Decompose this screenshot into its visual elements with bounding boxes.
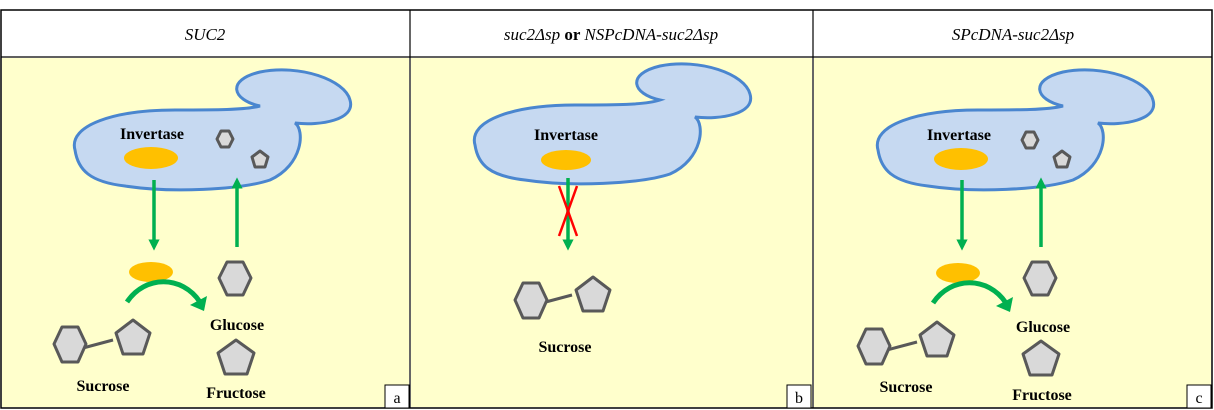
panel-b-header-gene-1: suc2Δsp (504, 25, 560, 44)
invertase-secreted (129, 262, 173, 282)
panel-a-header: SUC2 (185, 25, 226, 44)
sucrose-glucose-unit (856, 327, 892, 366)
invertase-label: Invertase (927, 127, 991, 144)
fructose-label: Fructose (206, 385, 266, 402)
hydrolysis-arrow (930, 280, 1009, 305)
glucose-intracellular-icon (1020, 130, 1040, 150)
sucrose-label: Sucrose (76, 378, 129, 395)
fructose-intracellular-icon (1052, 149, 1072, 169)
panel-a-tag: a (393, 390, 400, 407)
header-row (2, 11, 1211, 57)
panel-b-header-gene-2: NSPcDNA-suc2Δsp (583, 25, 718, 44)
fructose-icon (216, 338, 256, 376)
sucrose-label: Sucrose (879, 379, 932, 396)
panel-b-tag-box (786, 384, 812, 409)
yeast-cell (472, 62, 753, 186)
hydrolysis-arrowhead (190, 296, 207, 311)
fructose-icon (1021, 339, 1061, 377)
sucrose-icon (513, 275, 612, 320)
sucrose-icon (856, 320, 956, 366)
panel-c: SPcDNA-suc2Δsp Invertase Glucose Fructos… (814, 25, 1212, 409)
panel-a-tag-box (384, 384, 410, 409)
sucrose-fructose-unit (114, 318, 152, 356)
invertase-intracellular (541, 150, 591, 170)
sucrose-fructose-unit (574, 275, 612, 313)
invertase-label: Invertase (534, 127, 598, 144)
panel-a-header-gene: SUC2 (185, 25, 226, 44)
invertase-label: Invertase (120, 126, 184, 143)
panel-b: suc2Δsp or NSPcDNA-suc2Δsp Invertase Suc… (411, 25, 812, 409)
glucose-icon (217, 260, 253, 297)
invertase-intracellular (124, 147, 178, 169)
hydrolysis-arrow (124, 279, 203, 304)
panel-b-tag: b (795, 390, 803, 407)
sucrose-icon (52, 318, 152, 364)
sucrose-glucose-unit (513, 281, 549, 320)
glucose-icon (1022, 260, 1058, 297)
sucrose-bond (886, 340, 918, 352)
glucose-label: Glucose (1016, 319, 1070, 336)
panel-c-header-gene: SPcDNA-suc2Δsp (952, 25, 1074, 44)
panel-c-header: SPcDNA-suc2Δsp (952, 25, 1074, 44)
panel-b-header: suc2Δsp or NSPcDNA-suc2Δsp (504, 25, 718, 44)
glucose-intracellular-icon (215, 129, 235, 149)
glucose-label: Glucose (210, 317, 264, 334)
sucrose-fructose-unit (918, 320, 956, 358)
figure-frame (0, 9, 1213, 409)
panel-c-tag: c (1195, 390, 1202, 407)
panel-c-tag-box (1186, 384, 1212, 409)
hydrolysis-arrowhead (996, 297, 1013, 312)
sucrose-bond (82, 338, 114, 350)
blocked-secretion-cross-2 (557, 185, 579, 237)
fructose-label: Fructose (1012, 387, 1072, 404)
invertase-intracellular (934, 148, 988, 170)
fructose-intracellular-icon (250, 149, 270, 169)
panel-a: SUC2 Invertase Glucose Fructose Sucrose … (2, 25, 410, 409)
sucrose-glucose-unit (52, 325, 88, 364)
panel-b-header-or: or (560, 25, 584, 44)
sucrose-label: Sucrose (538, 339, 591, 356)
invertase-secreted (936, 263, 980, 283)
